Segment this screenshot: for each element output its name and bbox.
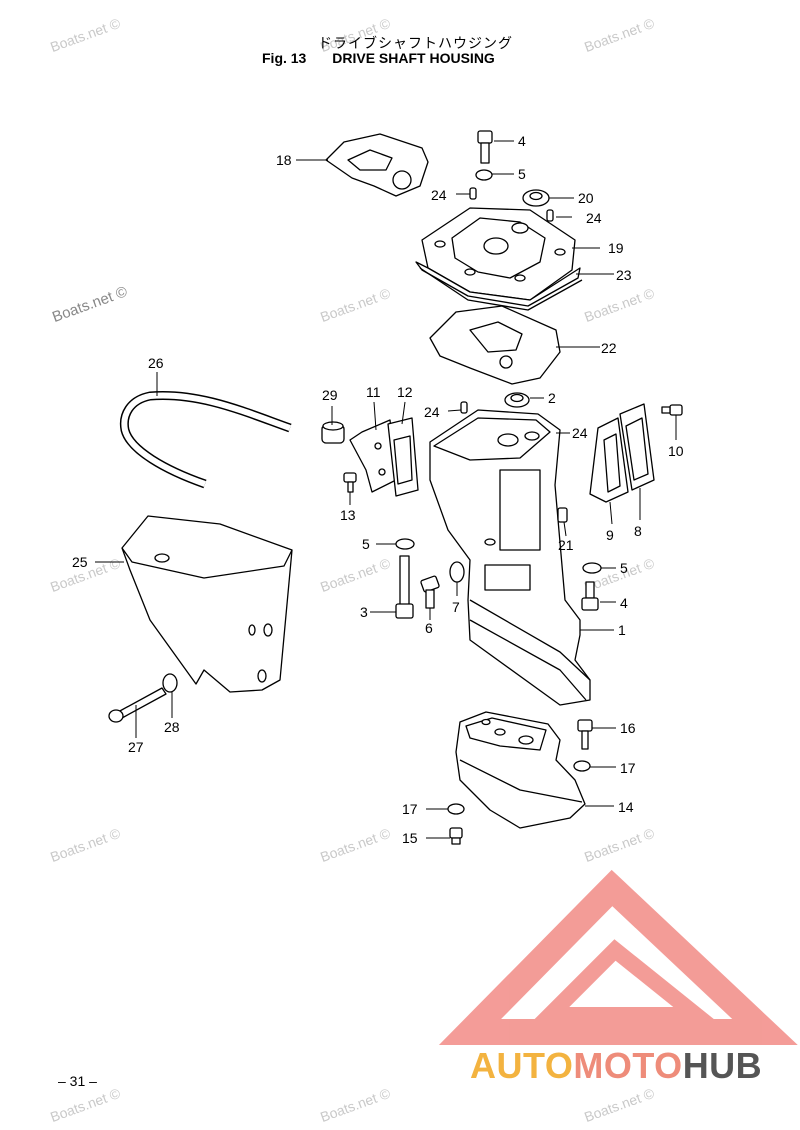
callout-7: 7 — [452, 599, 460, 615]
part-20-seal — [522, 189, 550, 207]
callout-23: 23 — [616, 267, 632, 283]
part-3-bolt — [395, 555, 414, 619]
callout-21: 21 — [558, 537, 574, 553]
figure-number: Fig. 13 — [262, 50, 307, 66]
callout-28: 28 — [164, 719, 180, 735]
part-8-cover — [619, 403, 655, 491]
page-number: – 31 – — [58, 1073, 97, 1089]
part-11-bracket — [349, 419, 397, 493]
callout-18: 18 — [276, 152, 292, 168]
part-22-gasket — [429, 305, 561, 385]
part-17-washer — [573, 760, 591, 772]
part-28-washer — [162, 673, 178, 693]
callout-5: 5 — [362, 536, 370, 552]
callout-24: 24 — [586, 210, 602, 226]
part-2-seal — [504, 392, 530, 408]
figure-title: DRIVE SHAFT HOUSING — [332, 50, 495, 66]
callout-27: 27 — [128, 739, 144, 755]
callout-13: 13 — [340, 507, 356, 523]
part-15-bolt — [449, 827, 463, 845]
callout-26: 26 — [148, 355, 164, 371]
part-24-pin — [460, 401, 468, 414]
page-title: Fig. 13 DRIVE SHAFT HOUSING — [262, 50, 495, 66]
part-13-bolt — [343, 472, 357, 493]
part-12-plate — [387, 417, 419, 497]
part-24-pin — [469, 187, 477, 200]
callout-25: 25 — [72, 554, 88, 570]
part-5-washer — [582, 562, 602, 574]
callout-2: 2 — [548, 390, 556, 406]
callout-10: 10 — [668, 443, 684, 459]
part-29-grommet — [321, 421, 345, 444]
callout-17: 17 — [620, 760, 636, 776]
part-7-washer — [449, 561, 465, 583]
callout-14: 14 — [618, 799, 634, 815]
part-19-adapter — [415, 207, 583, 311]
callout-5: 5 — [518, 166, 526, 182]
callout-12: 12 — [397, 384, 413, 400]
part-4-bolt-top — [477, 130, 493, 164]
part-24-pin — [546, 209, 554, 222]
part-25-lower-cover — [121, 515, 293, 693]
brand-logo-text: AUTOMOTOHUB — [470, 1045, 763, 1086]
callout-11: 11 — [366, 384, 381, 400]
callout-22: 22 — [601, 340, 617, 356]
part-1-housing — [429, 409, 591, 706]
callout-8: 8 — [634, 523, 642, 539]
part-21-pin — [557, 507, 568, 523]
title-japanese: ドライブシャフトハウジング — [318, 36, 513, 52]
part-27-bolt — [108, 687, 167, 723]
part-26-strip — [119, 390, 292, 489]
callout-5: 5 — [620, 560, 628, 576]
callout-17: 17 — [402, 801, 418, 817]
part-5-washer-top — [475, 169, 493, 181]
callout-9: 9 — [606, 527, 614, 543]
part-16-bolt — [577, 719, 593, 750]
callout-24: 24 — [431, 187, 447, 203]
part-14-lower-mount — [455, 711, 586, 829]
callout-24: 24 — [424, 404, 440, 420]
callout-3: 3 — [360, 604, 368, 620]
callout-19: 19 — [608, 240, 624, 256]
part-17-washer — [447, 803, 465, 815]
part-4-bolt-lower — [581, 581, 599, 611]
part-10-bolt — [661, 404, 683, 416]
callout-15: 15 — [402, 830, 418, 846]
part-6-bolt — [420, 575, 440, 609]
part-9-gasket — [589, 417, 629, 503]
callout-20: 20 — [578, 190, 594, 206]
part-5-washer — [395, 538, 415, 550]
callout-16: 16 — [620, 720, 636, 736]
callout-4: 4 — [620, 595, 628, 611]
callout-4: 4 — [518, 133, 526, 149]
callout-1: 1 — [618, 622, 626, 638]
callout-29: 29 — [322, 387, 338, 403]
callout-6: 6 — [425, 620, 433, 636]
callout-24: 24 — [572, 425, 588, 441]
part-18-gasket — [325, 133, 429, 197]
